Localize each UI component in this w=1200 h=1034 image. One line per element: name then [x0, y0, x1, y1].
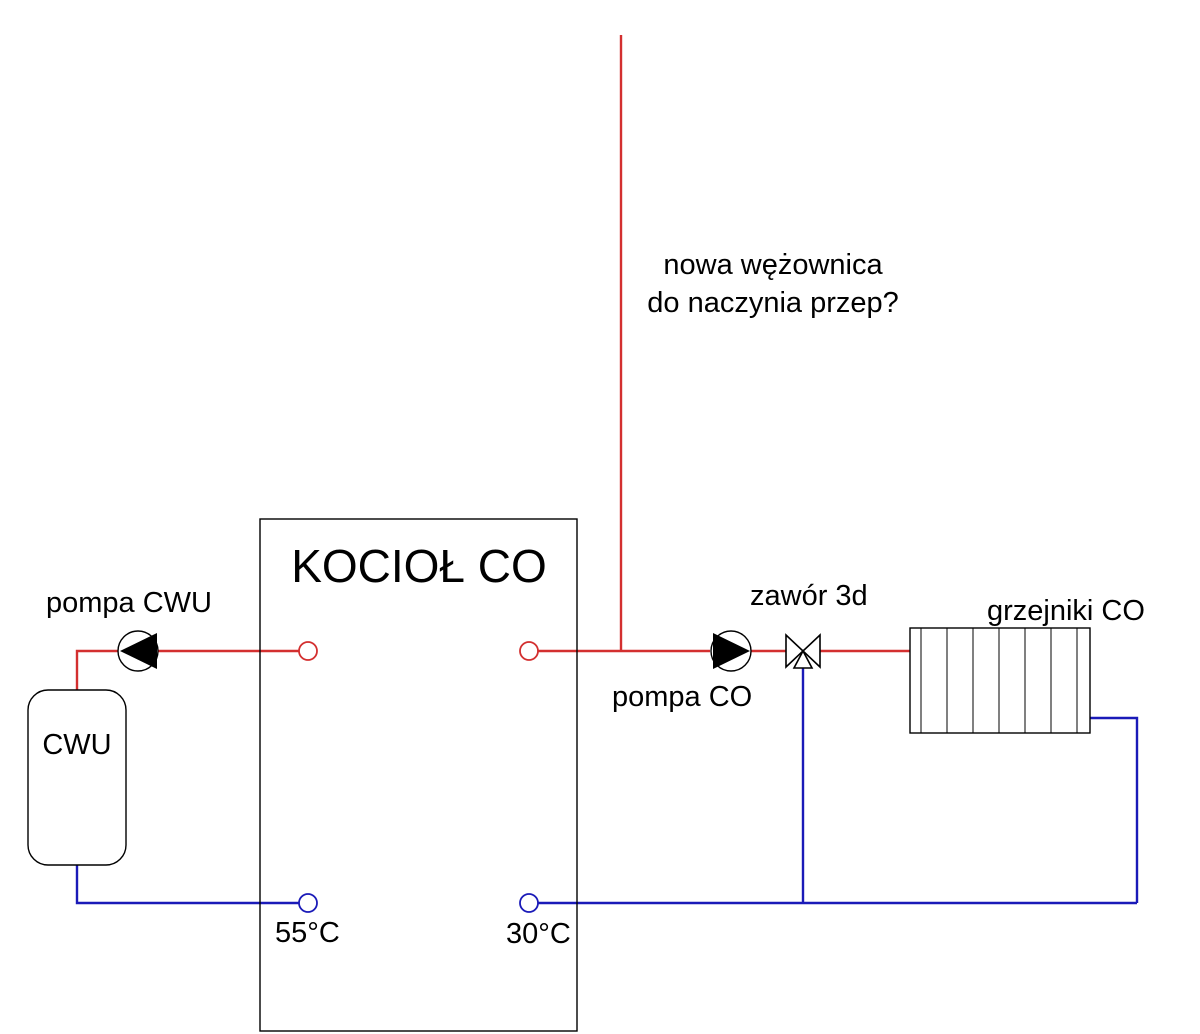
pump-co-label: pompa CO	[612, 681, 752, 713]
temp-right-label: 30°C	[506, 918, 571, 950]
radiator-return-pipe	[1090, 716, 1139, 903]
cwu-tank-label: CWU	[42, 729, 111, 761]
cwu-tank	[27, 689, 127, 866]
cwu-supply-pipe	[75, 649, 118, 690]
cwu-return-pipe	[75, 865, 299, 905]
three-way-valve-icon	[785, 633, 821, 669]
return-pipes	[75, 668, 1139, 905]
pump-cwu-label: pompa CWU	[46, 587, 212, 619]
port-icon	[298, 641, 318, 661]
note-line-2: do naczynia przep?	[647, 287, 899, 319]
pump-icon	[710, 630, 752, 672]
pump-icon	[117, 630, 159, 672]
port-icon	[298, 893, 318, 913]
port-icon	[519, 893, 539, 913]
note-line-1: nowa wężownica	[663, 249, 883, 281]
temp-left-label: 55°C	[275, 917, 340, 949]
boiler-label: KOCIOŁ CO	[291, 540, 547, 592]
supply-pipes	[75, 35, 910, 690]
radiator-icon	[909, 627, 1091, 734]
radiators-label: grzejniki CO	[987, 595, 1145, 627]
valve-label: zawór 3d	[750, 580, 868, 612]
port-icon	[519, 641, 539, 661]
boiler-body	[259, 518, 578, 1032]
